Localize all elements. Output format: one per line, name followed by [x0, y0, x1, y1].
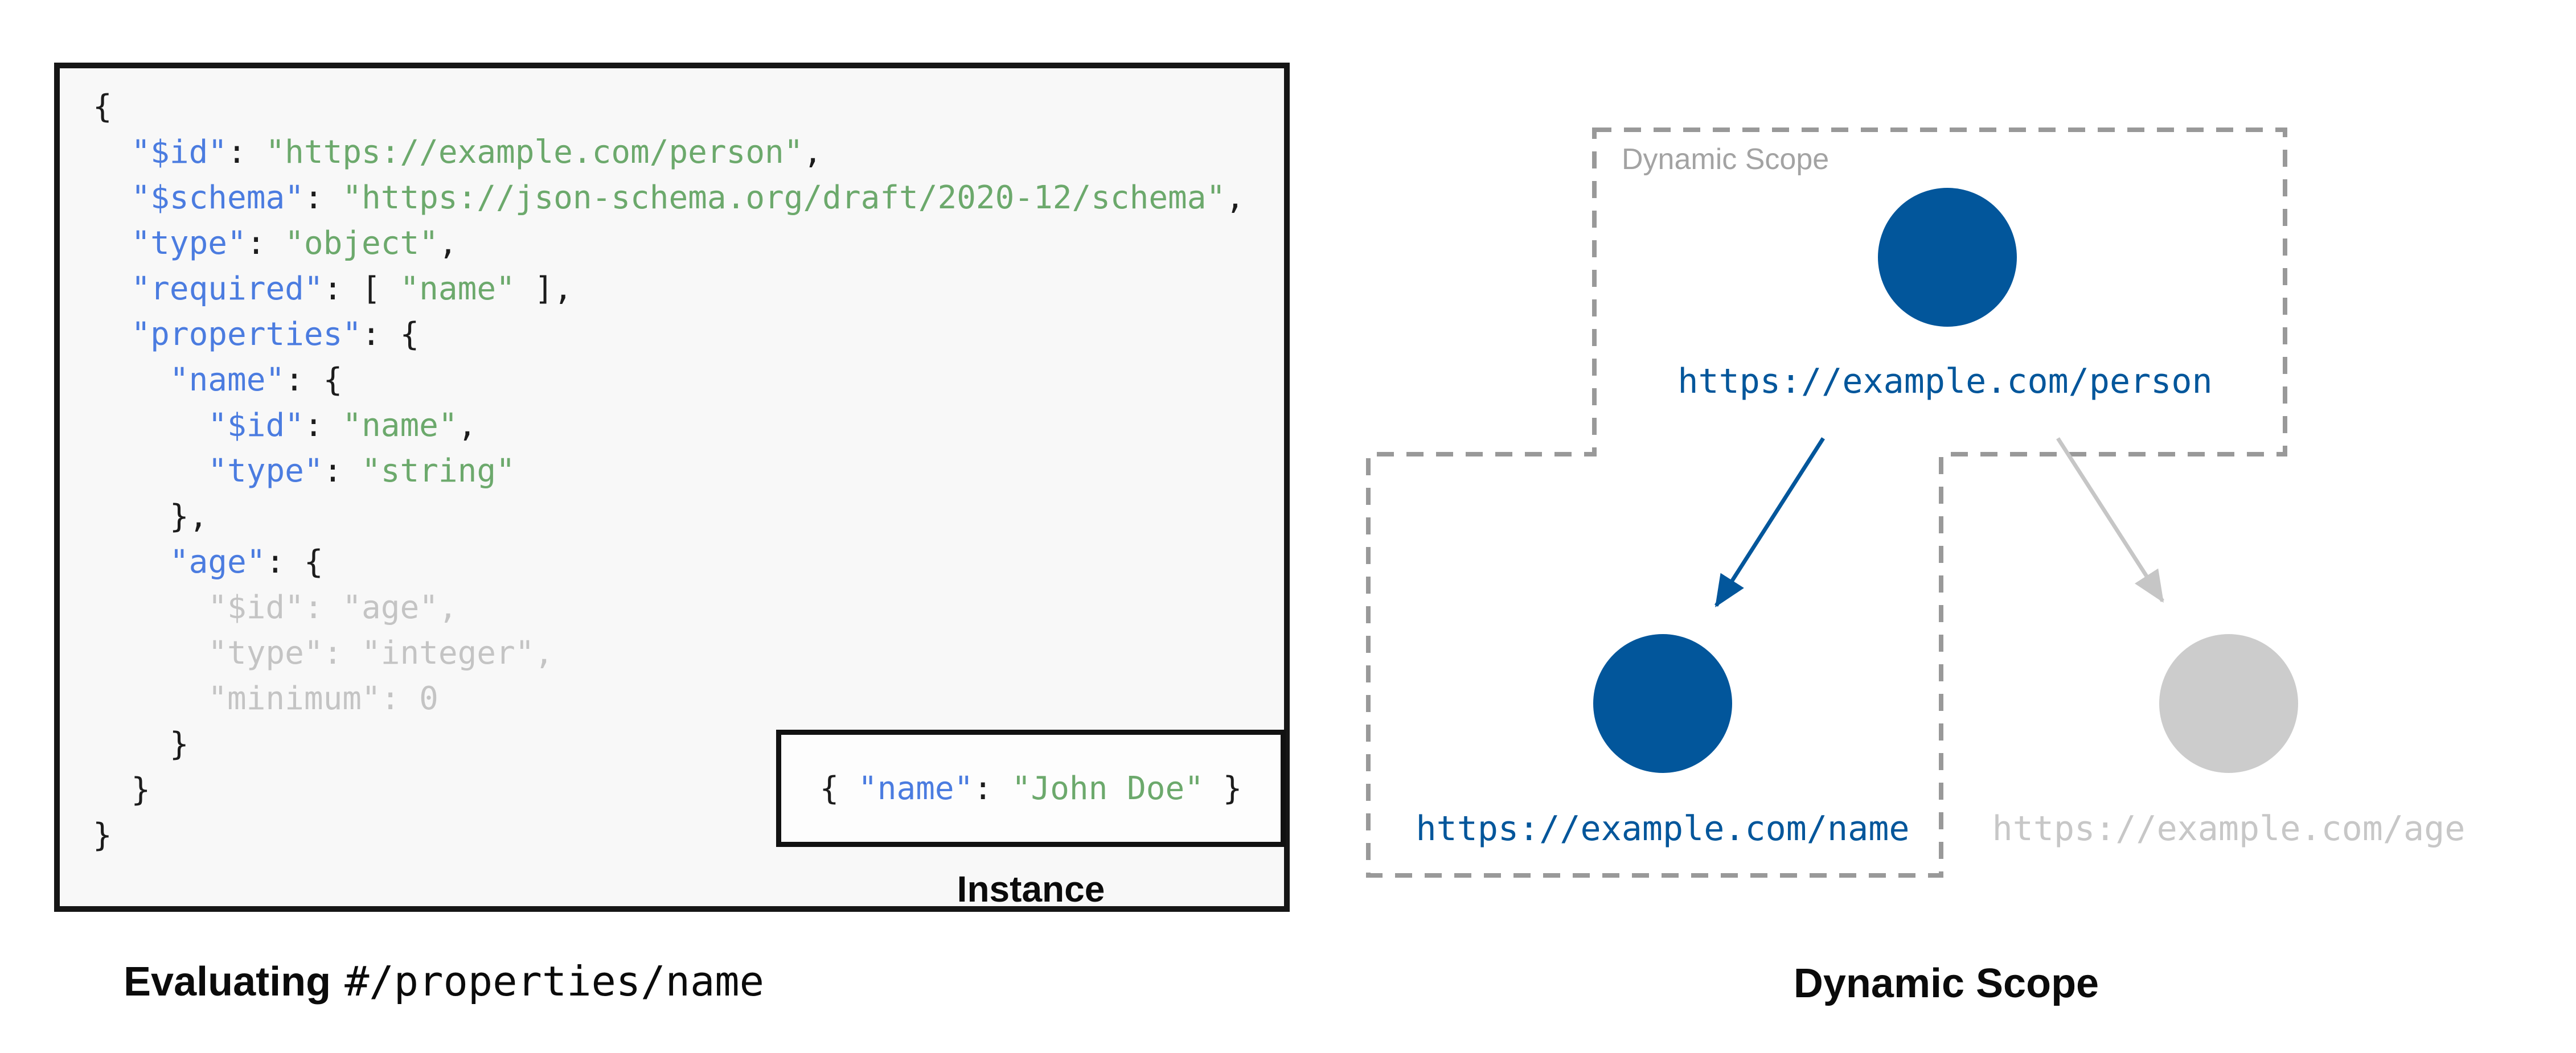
code-token: { [93, 88, 112, 125]
instance-label: Instance [957, 869, 1105, 910]
code-token: : [973, 770, 1012, 807]
left-caption-evaluating: Evaluating [124, 959, 331, 1005]
code-line: "$id": "age", [93, 585, 1245, 631]
code-line: "age": { [93, 540, 1245, 585]
code-token: "type" [131, 225, 247, 262]
code-token: "string" [362, 453, 515, 490]
code-line: { [93, 84, 1245, 130]
code-token: : [303, 179, 343, 216]
code-token: : [ [323, 270, 400, 307]
instance-box: { "name": "John Doe" } [776, 730, 1286, 847]
code-line: }, [93, 494, 1245, 540]
code-token: "$id" [131, 134, 228, 171]
name-schema-node [1593, 634, 1732, 773]
code-token: "$schema" [131, 179, 304, 216]
code-token: ], [515, 270, 573, 307]
code-token: , [457, 407, 477, 444]
left-caption-json-pointer: #/properties/name [344, 957, 764, 1005]
code-token: "name" [342, 407, 458, 444]
dynamic-scope-region-label: Dynamic Scope [1622, 143, 1830, 176]
code-token: "name" [400, 270, 515, 307]
code-token: "object" [285, 225, 438, 262]
code-token: , [1225, 179, 1245, 216]
schema-code: { "$id": "https://example.com/person", "… [93, 84, 1245, 858]
code-token: , [803, 134, 823, 171]
code-token: "https://json-schema.org/draft/2020-12/s… [342, 179, 1226, 216]
code-line: } [93, 722, 1245, 767]
code-token: "age" [169, 544, 266, 581]
code-token: : [303, 407, 343, 444]
code-line: "type": "object", [93, 221, 1245, 266]
code-token: }, [93, 498, 208, 535]
code-token: : { [285, 361, 343, 398]
code-token: "type": "integer", [93, 635, 554, 672]
code-token: { [819, 770, 859, 807]
code-line: "type": "string" [93, 449, 1245, 494]
ref-arrow-age [2056, 437, 2164, 603]
code-token: "minimum": 0 [93, 680, 438, 717]
code-line: "$id": "https://example.com/person", [93, 130, 1245, 175]
age-url-label: https://example.com/age [1992, 809, 2466, 849]
dynamic-scope-caption: Dynamic Scope [1793, 961, 2099, 1006]
code-token: "type" [208, 453, 323, 490]
code-token: } [93, 726, 189, 763]
code-token: : { [362, 316, 420, 353]
code-token: "John Doe" [1011, 770, 1204, 807]
ref-arrow-name [1714, 437, 1825, 607]
code-token: } [93, 817, 112, 854]
code-line: "type": "integer", [93, 631, 1245, 676]
code-token: } [93, 771, 151, 808]
code-line: "properties": { [93, 312, 1245, 357]
code-token: : [227, 134, 266, 171]
code-token: , [438, 225, 458, 262]
code-token: : { [265, 544, 323, 581]
code-token: "$id" [208, 407, 304, 444]
code-line: "name": { [93, 357, 1245, 403]
code-line: } [93, 813, 1245, 858]
name-url-label: https://example.com/name [1416, 809, 1910, 849]
dynamic-scope-outline [1366, 127, 2287, 878]
code-token: "$id": "age", [93, 589, 458, 626]
person-url-label: https://example.com/person [1677, 361, 2213, 401]
code-token: "required" [131, 270, 323, 307]
code-token: "https://example.com/person" [265, 134, 803, 171]
code-token: : [246, 225, 285, 262]
code-token: "name" [169, 361, 285, 398]
code-line: } [93, 767, 1245, 813]
code-token: "name" [858, 770, 974, 807]
code-token: : [323, 453, 362, 490]
age-schema-node [2159, 634, 2298, 773]
code-token: } [1203, 770, 1242, 807]
instance-code: { "name": "John Doe" } [820, 770, 1242, 807]
person-schema-node [1878, 188, 2017, 327]
schema-code-box: { "$id": "https://example.com/person", "… [54, 63, 1290, 912]
left-caption: Evaluating #/properties/name [124, 959, 764, 1005]
code-line: "$schema": "https://json-schema.org/draf… [93, 175, 1245, 221]
code-token: "properties" [131, 316, 362, 353]
code-line: "required": [ "name" ], [93, 266, 1245, 312]
code-line: "minimum": 0 [93, 676, 1245, 722]
code-line: "$id": "name", [93, 403, 1245, 449]
